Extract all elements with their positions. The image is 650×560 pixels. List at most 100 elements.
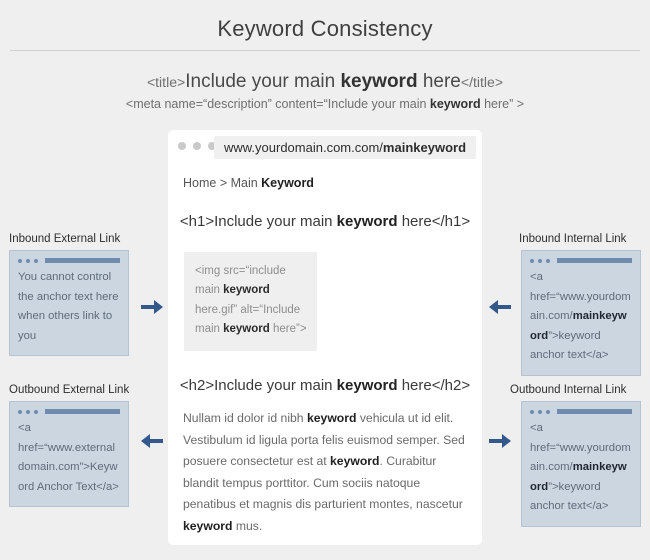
title-divider <box>10 50 640 51</box>
img-code-line-3: here.gif” alt=“Include <box>195 303 301 316</box>
page-title: Keyword Consistency <box>217 16 433 41</box>
inbound-external-label: Inbound External Link <box>9 233 121 245</box>
paragraph-keyword-3: keyword <box>183 518 233 533</box>
h1-text-after: here <box>397 213 432 230</box>
h2-keyword: keyword <box>336 377 398 394</box>
outbound-external-box: <a href=“www.externaldomain.com”>Keyword… <box>9 401 129 508</box>
url-base: www.yourdomain.com.com/ <box>223 140 383 155</box>
h2-open-tag: <h2> <box>179 377 215 394</box>
mini-dot-icon <box>546 409 550 414</box>
mini-browser-bar <box>18 409 120 414</box>
breadcrumb[interactable]: Home > Main Keyword <box>183 176 314 190</box>
window-dot-icon <box>178 142 186 150</box>
body-paragraph: Nullam id dolor id nibh keyword vehicula… <box>183 408 473 538</box>
outbound-internal-code-after: ”>keyword anchor text</a> <box>530 480 609 513</box>
title-tag-open: <title> <box>146 74 186 90</box>
title-tag-close: </title> <box>460 74 504 90</box>
mini-dot-icon <box>34 258 38 263</box>
window-dot-icon <box>193 142 201 150</box>
outbound-external-code: <a href=“www.externaldomain.com”>Keyword… <box>18 422 119 493</box>
paragraph-segment-1: Nullam id dolor id nibh <box>183 411 307 425</box>
h2-text-after: here <box>397 377 432 394</box>
image-tag-code-block: <img src=“include main keyword here.gif”… <box>184 252 317 352</box>
h2-heading: <h2>Include your main keyword here</h2> <box>168 377 482 394</box>
mini-dot-icon <box>530 409 534 414</box>
img-code-line4-before: main <box>195 322 224 335</box>
window-dot-icon <box>208 142 216 150</box>
url-keyword: mainkeyword <box>382 140 467 155</box>
img-code-line4-after: here”> <box>269 322 307 335</box>
outbound-internal-code: <a href=“www.yourdomain.com/mainkeyword”… <box>530 419 632 517</box>
mini-dot-icon <box>26 409 30 414</box>
paragraph-segment-4: mus. <box>232 518 263 533</box>
paragraph-segment-3: . Curabitur blandit tempus porttitor. Cu… <box>183 454 463 512</box>
window-controls <box>178 142 216 150</box>
address-bar[interactable]: www.yourdomain.com.com/mainkeyword <box>214 136 476 159</box>
title-tag-keyword: keyword <box>340 71 418 92</box>
h2-close-tag: </h2> <box>431 377 471 394</box>
mini-browser-bar <box>530 258 632 263</box>
title-tag-text-after: here <box>417 71 461 92</box>
meta-description-line: <meta name=“description” content=“Includ… <box>0 97 650 111</box>
img-code-line-4: main keyword here”> <box>195 320 307 339</box>
meta-tag-text-before: <meta name=“description” content=“Includ… <box>125 97 430 111</box>
mini-dot-icon <box>546 258 550 263</box>
inbound-external-code: You cannot control the anchor text here … <box>18 271 119 342</box>
inbound-internal-code-after: ”>keyword anchor text</a> <box>530 329 609 362</box>
arrow-right-icon <box>487 428 513 454</box>
inbound-external-box: You cannot control the anchor text here … <box>9 250 129 357</box>
mini-dot-icon <box>34 409 38 414</box>
h1-open-tag: <h1> <box>179 213 215 230</box>
browser-window-mockup: www.yourdomain.com.com/mainkeyword Home … <box>168 130 482 545</box>
inbound-external-link-group: Inbound External Link You cannot control… <box>9 233 129 357</box>
inbound-internal-box: <a href=“www.yourdomain.com/mainkeyword”… <box>521 250 641 376</box>
mini-address-bar <box>45 409 120 414</box>
meta-tag-keyword: keyword <box>429 97 481 111</box>
browser-titlebar: www.yourdomain.com.com/mainkeyword <box>168 130 482 164</box>
h1-close-tag: </h1> <box>431 213 471 230</box>
outbound-external-label: Outbound External Link <box>9 384 130 396</box>
img-code-line4-keyword: keyword <box>223 322 270 335</box>
outbound-internal-code-keyword: mainkeyword <box>530 461 627 493</box>
inbound-internal-link-group: Inbound Internal Link <a href=“www.yourd… <box>519 233 641 376</box>
inbound-internal-code-keyword: mainkeyword <box>530 310 627 342</box>
mini-dot-icon <box>18 258 22 263</box>
mini-dot-icon <box>538 409 542 414</box>
h1-keyword: keyword <box>336 213 398 230</box>
outbound-external-link-group: Outbound External Link <a href=“www.exte… <box>9 384 130 508</box>
outbound-internal-label: Outbound Internal Link <box>510 384 627 396</box>
h1-text-before: Include your main <box>214 213 337 230</box>
paragraph-segment-2: vehicula ut id elit. Vestibulum id ligul… <box>183 411 465 469</box>
mini-dot-icon <box>18 409 22 414</box>
paragraph-keyword-1: keyword <box>306 411 357 425</box>
title-tag-line: <title>Include your main keyword here</t… <box>0 71 650 93</box>
mini-address-bar <box>557 409 632 414</box>
arrow-right-icon <box>139 294 165 320</box>
meta-tag-text-after: here” > <box>480 97 525 111</box>
img-code-line2-keyword: keyword <box>223 284 270 297</box>
inbound-internal-code-before: <a href=“www.yourdomain.com/ <box>530 271 631 323</box>
mini-address-bar <box>45 258 120 263</box>
paragraph-keyword-2: keyword <box>330 454 380 469</box>
outbound-internal-link-group: Outbound Internal Link <a href=“www.your… <box>510 384 641 527</box>
inbound-internal-label: Inbound Internal Link <box>519 233 627 245</box>
breadcrumb-keyword: Keyword <box>261 176 314 190</box>
mini-address-bar <box>557 258 632 263</box>
h2-text-before: Include your main <box>214 377 337 394</box>
outbound-internal-code-before: <a href=“www.yourdomain.com/ <box>530 422 631 474</box>
img-code-line-1: <img src=“include <box>195 265 286 277</box>
arrow-left-icon <box>139 428 165 454</box>
h1-heading: <h1>Include your main keyword here</h1> <box>168 213 482 230</box>
inbound-internal-code: <a href=“www.yourdomain.com/mainkeyword”… <box>530 268 632 366</box>
mini-browser-bar <box>18 258 120 263</box>
title-tag-text-before: Include your main <box>185 71 341 92</box>
mini-dot-icon <box>26 258 30 263</box>
arrow-left-icon <box>487 294 513 320</box>
mini-dot-icon <box>530 258 534 263</box>
breadcrumb-text: Home > Main <box>183 176 262 190</box>
mini-browser-bar <box>530 409 632 414</box>
img-code-line-2: main keyword <box>195 281 307 300</box>
img-code-line2-before: main <box>195 284 224 297</box>
mini-dot-icon <box>538 258 542 263</box>
